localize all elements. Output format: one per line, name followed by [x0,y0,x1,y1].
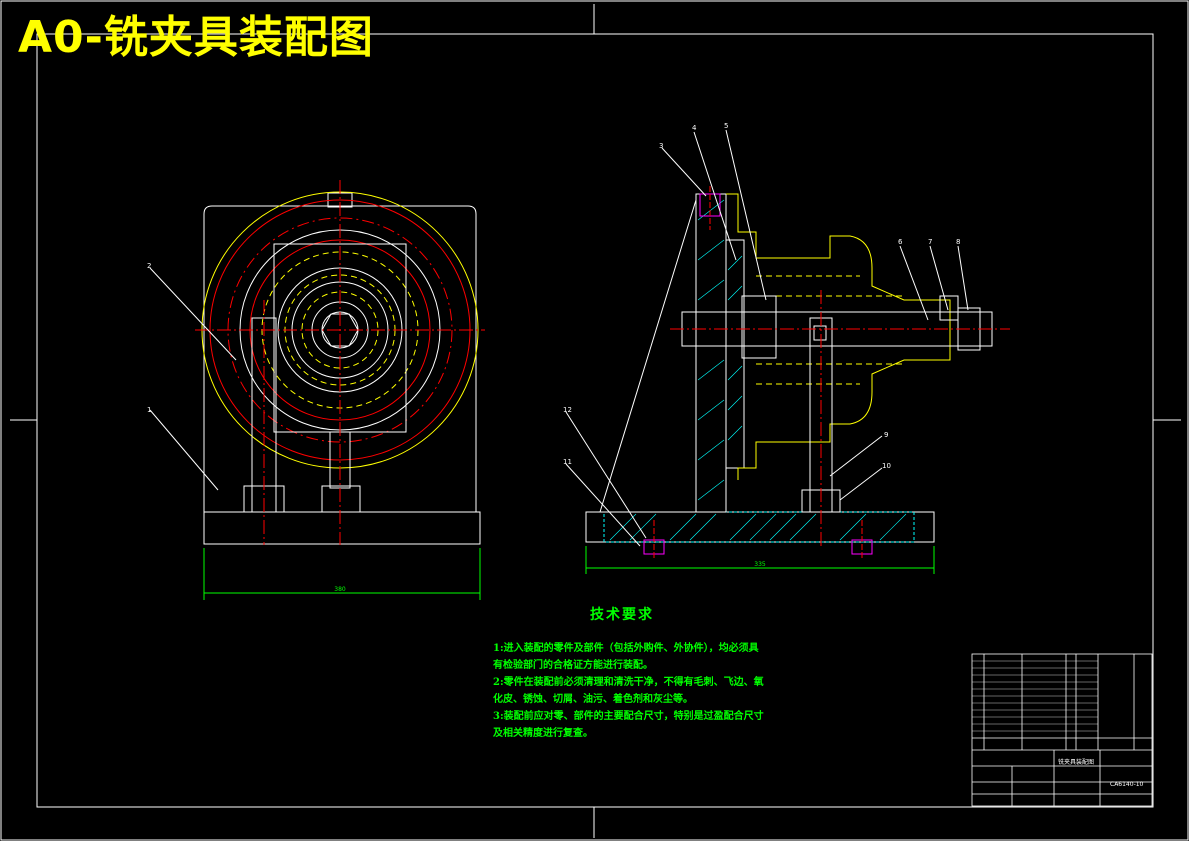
tech-requirements-heading: 技术要求 [590,607,654,623]
callout-11: 11 [563,458,572,466]
callout-3: 3 [659,142,663,150]
title-block-drawing-name: 铣夹具装配图 [1058,758,1094,766]
tech-requirement-line: 3:装配前应对零、部件的主要配合尺寸，特别是过盈配合尺寸 [493,711,764,722]
callout-6: 6 [898,238,903,246]
callout-1: 1 [147,406,151,414]
callout-9: 9 [884,431,888,439]
callout-7: 7 [928,238,932,246]
tech-requirement-line: 有检验部门的合格证方能进行装配。 [493,660,653,671]
svg-text:335: 335 [754,561,766,568]
front-view: 380 [149,180,485,600]
callout-5: 5 [724,122,728,130]
callout-8: 8 [956,238,960,246]
tech-requirement-line: 化皮、锈蚀、切屑、油污、着色剂和灰尘等。 [493,694,693,705]
callout-2: 2 [147,262,151,270]
tech-requirement-line: 及相关精度进行复查。 [493,728,593,739]
callout-12: 12 [563,406,572,414]
callout-labels: 1 2 3 4 5 6 7 8 9 10 11 12 [147,122,960,470]
callout-4: 4 [692,124,697,132]
svg-text:380: 380 [334,586,346,593]
title-block-drawing-number: CA6140-10 [1110,781,1144,788]
title-block [971,653,1153,807]
callout-10: 10 [882,462,891,470]
tech-requirement-line: 2:零件在装配前必须清理和清洗干净，不得有毛刺、飞边、氧 [493,677,764,688]
tech-requirement-line: 1:进入装配的零件及部件（包括外购件、外协件），均必须具 [493,643,759,654]
drawing-title: A0-铣夹具装配图 [18,12,374,63]
tech-requirements-list: 1:进入装配的零件及部件（包括外购件、外协件），均必须具 有检验部门的合格证方能… [493,640,764,742]
side-view: 335 [565,129,1010,574]
